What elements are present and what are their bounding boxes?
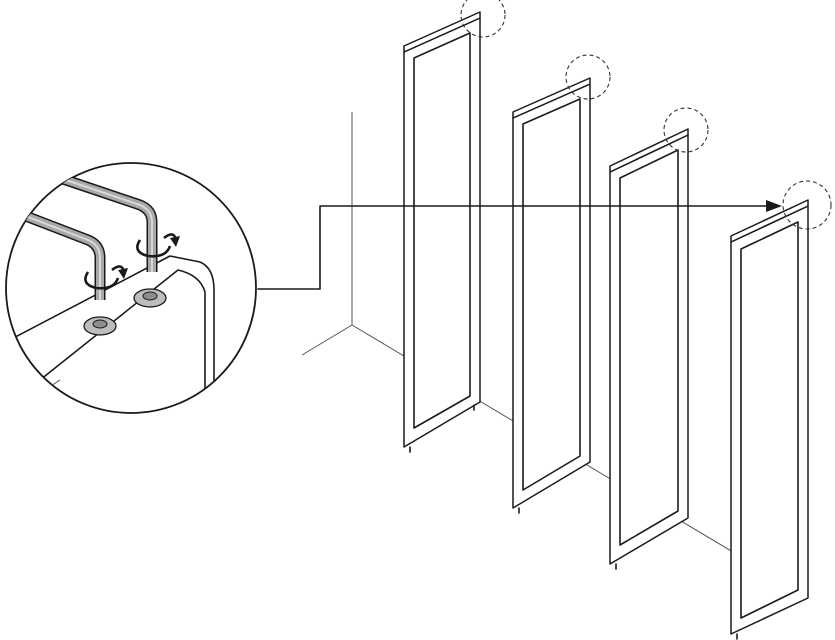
panel-4 xyxy=(730,199,809,640)
panel-3 xyxy=(609,128,689,570)
hex-key-2 xyxy=(58,172,158,272)
fastener-1 xyxy=(83,316,117,336)
highlight-circle-2 xyxy=(565,54,611,100)
highlight-circle-3 xyxy=(663,107,709,153)
leader-arrow xyxy=(257,200,782,290)
detail-magnifier xyxy=(5,162,257,414)
panel-1 xyxy=(403,11,481,453)
rotate-arrow-icon-2 xyxy=(136,233,180,258)
highlight-circle-4 xyxy=(782,180,832,230)
fastener-2 xyxy=(133,288,167,308)
panel-2 xyxy=(512,77,591,514)
hex-key-1 xyxy=(8,204,106,300)
rotate-arrow-icon-1 xyxy=(84,265,128,290)
highlight-circle-1 xyxy=(460,0,506,38)
